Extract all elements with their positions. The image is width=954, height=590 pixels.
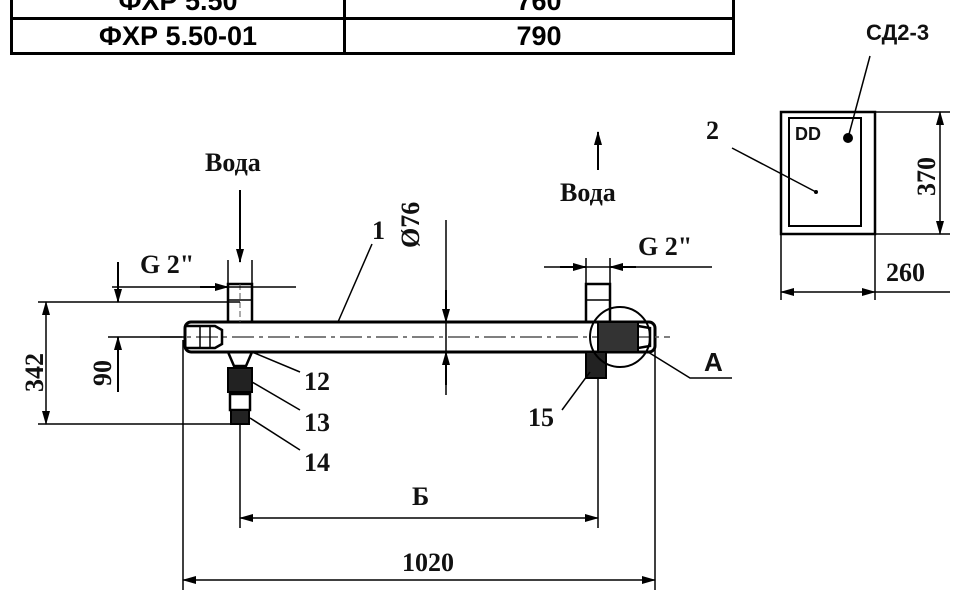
table-cell-value: 790 bbox=[343, 17, 735, 55]
sensor-marker: DD bbox=[795, 124, 821, 144]
leader-part-15 bbox=[561, 371, 591, 411]
side-view bbox=[731, 55, 950, 300]
table-cell-model: ФХР 5.50 bbox=[10, 0, 346, 20]
left-inlet-nozzle bbox=[226, 282, 254, 324]
dim-90-label: 90 bbox=[88, 360, 117, 386]
table-cell-model: ФХР 5.50-01 bbox=[10, 17, 346, 55]
part-15-label: 15 bbox=[528, 403, 554, 432]
dim-1020 bbox=[182, 340, 656, 590]
part-12-label: 12 bbox=[304, 367, 330, 396]
part-14-label: 14 bbox=[304, 448, 330, 477]
left-end-fitting bbox=[185, 324, 224, 350]
leader-part-14 bbox=[249, 417, 301, 451]
water-in-label: Вода bbox=[205, 148, 261, 177]
left-lower-fittings bbox=[226, 350, 254, 528]
table-row: ФХР 5.50 760 bbox=[10, 0, 735, 20]
leader-part-13 bbox=[251, 381, 301, 411]
part-2-label: 2 bbox=[706, 116, 719, 145]
part-1-label: 1 bbox=[372, 216, 385, 245]
thread-right-label: G 2" bbox=[638, 232, 693, 261]
part-13-label: 13 bbox=[304, 408, 330, 437]
dim-260-label: 260 bbox=[886, 258, 925, 287]
leader-detail-a bbox=[647, 351, 732, 379]
dim-342-label: 342 bbox=[20, 353, 49, 392]
sensor-label: СД2-3 bbox=[866, 20, 930, 45]
thread-dim-left bbox=[112, 260, 296, 291]
leader-part-1 bbox=[337, 243, 373, 323]
leader-part-12 bbox=[251, 351, 301, 373]
dim-342 bbox=[38, 301, 240, 425]
thread-left-label: G 2" bbox=[140, 250, 195, 279]
dim-1020-label: 1020 bbox=[402, 548, 454, 577]
detail-a-label: А bbox=[704, 347, 723, 377]
water-out-label: Вода bbox=[560, 178, 616, 207]
diameter-label: Ø76 bbox=[396, 201, 425, 248]
main-tube bbox=[160, 320, 670, 354]
model-table: ФХР 5.50 760 ФХР 5.50-01 790 bbox=[10, 0, 735, 55]
dim-b-label: Б bbox=[412, 482, 430, 511]
dim-370-label: 370 bbox=[912, 157, 941, 196]
dim-90 bbox=[108, 262, 185, 392]
table-row: ФХР 5.50-01 790 bbox=[10, 17, 735, 55]
thread-dim-right bbox=[544, 258, 712, 284]
table-cell-value: 760 bbox=[343, 0, 735, 20]
right-end-fitting bbox=[585, 306, 652, 528]
